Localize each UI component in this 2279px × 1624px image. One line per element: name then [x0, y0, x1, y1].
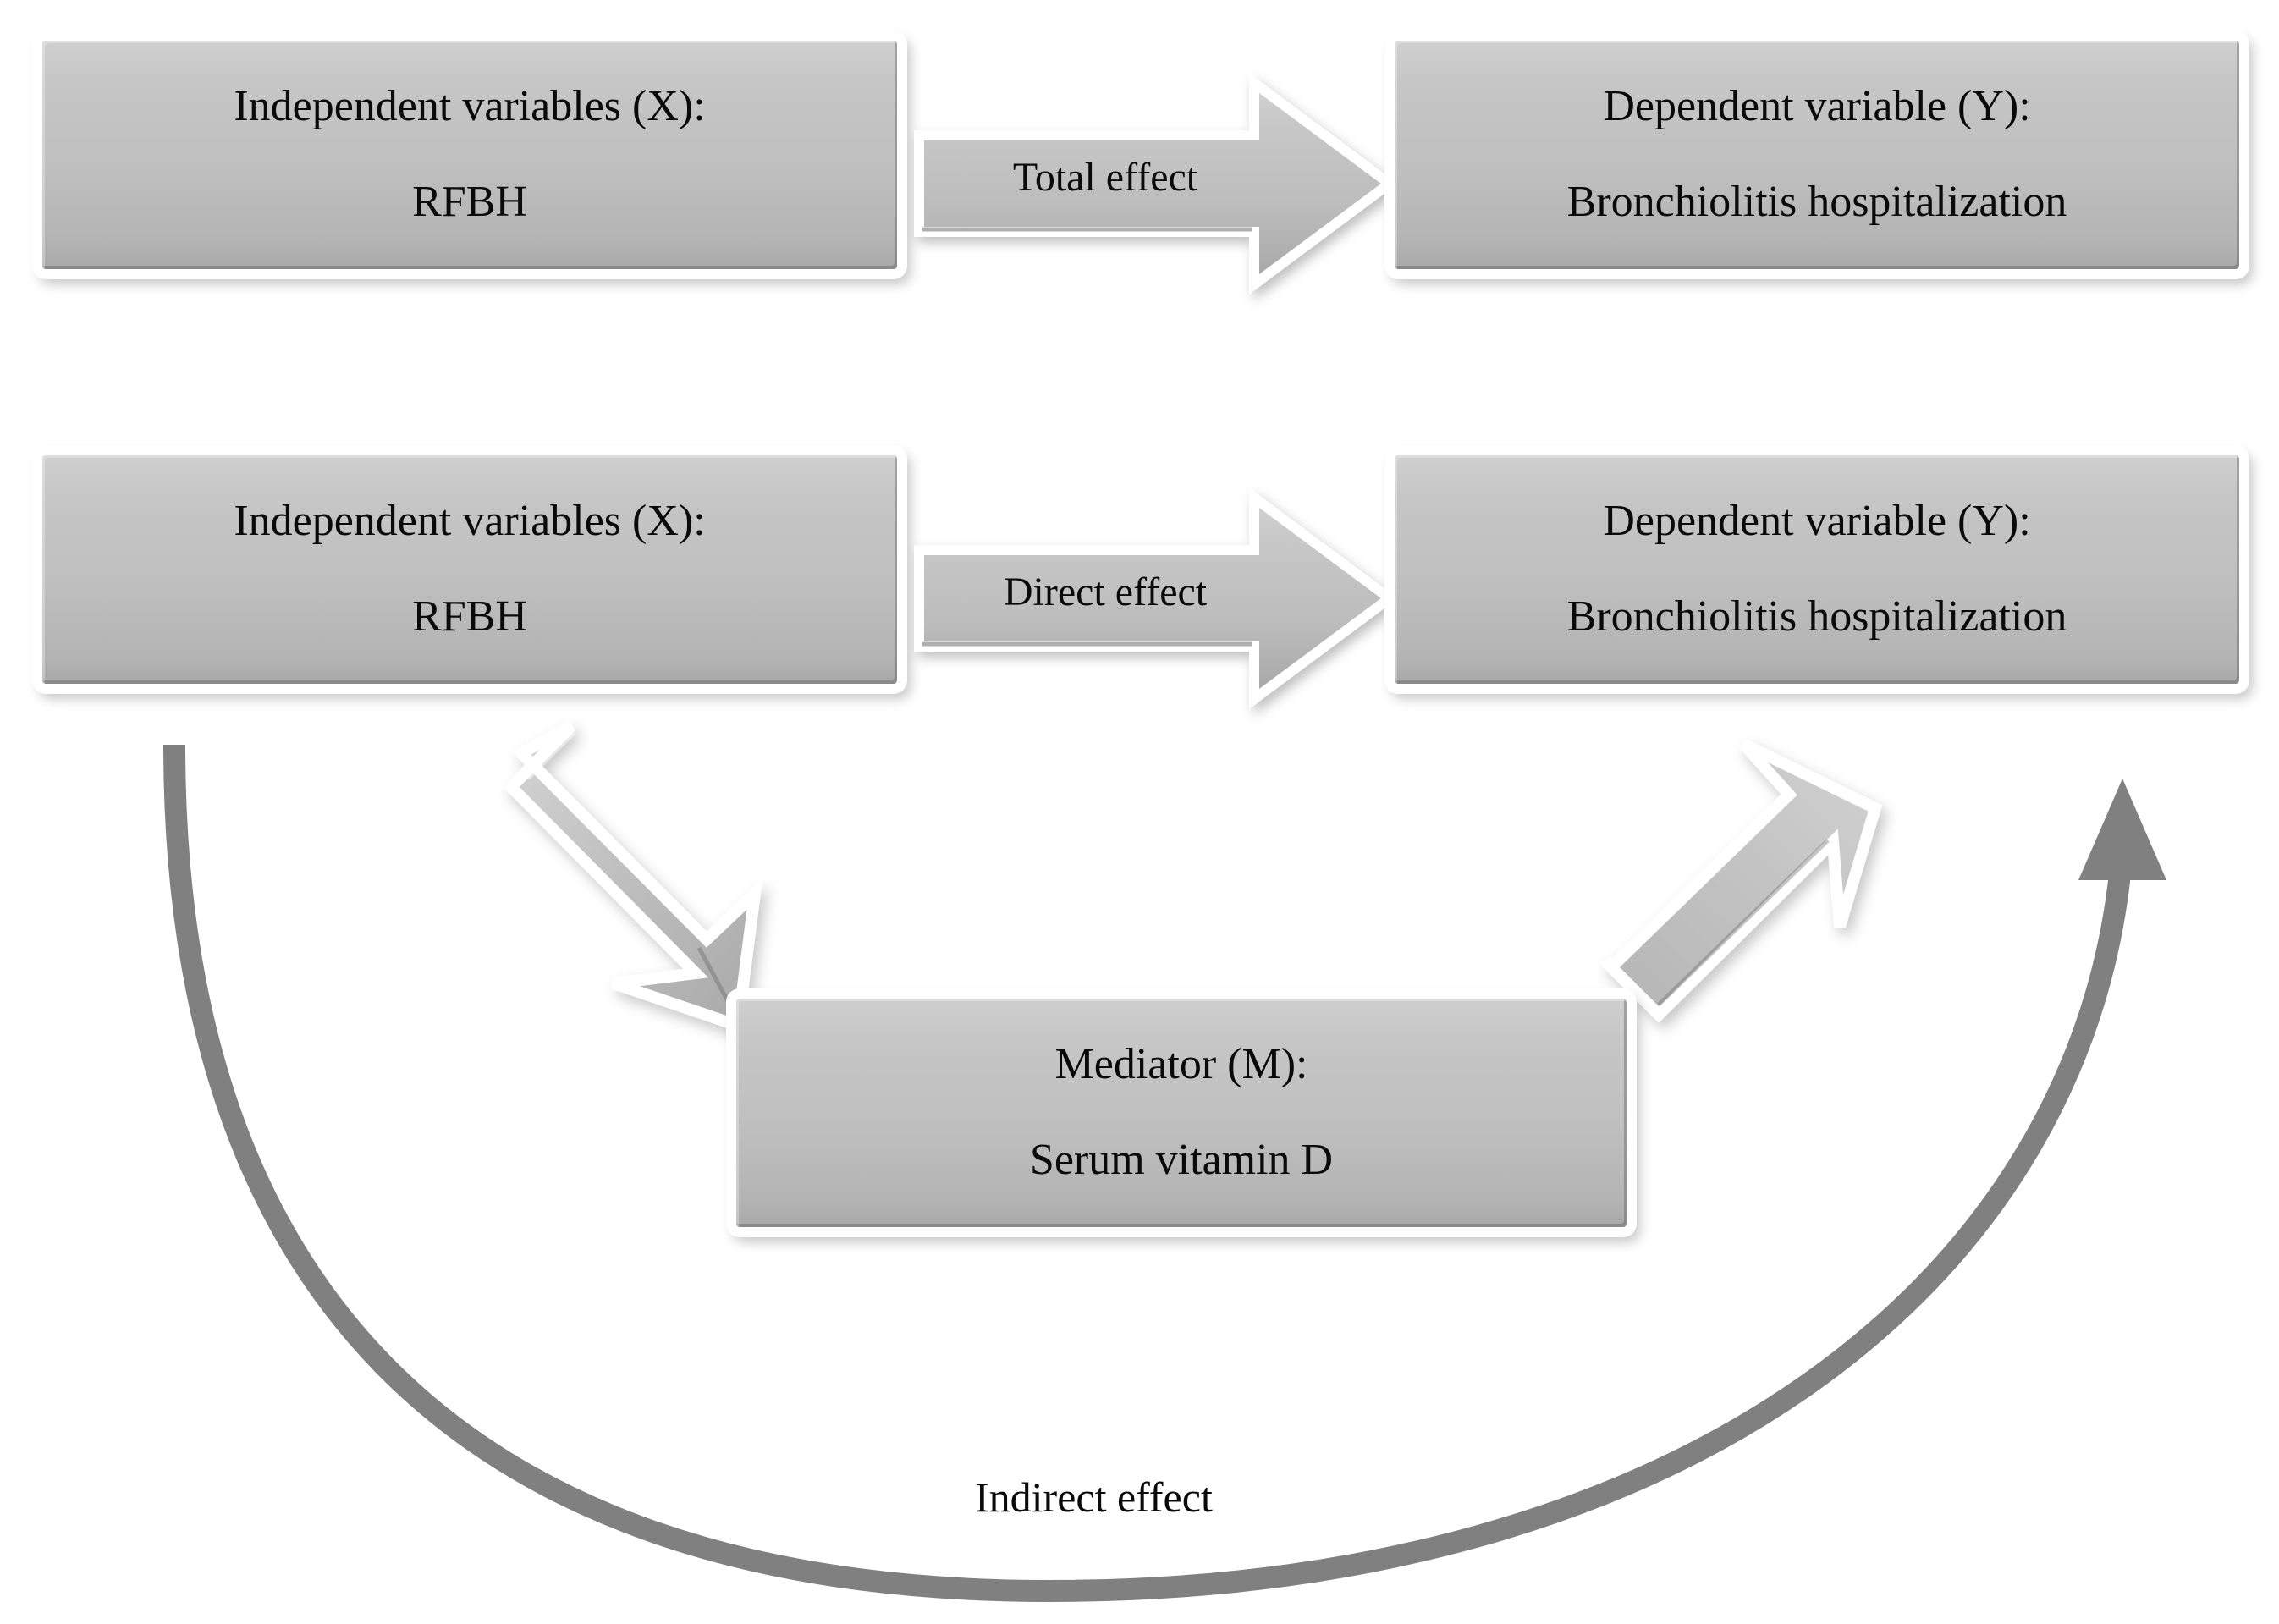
node-line-1: Dependent variable (Y):	[1603, 82, 2031, 131]
node-line-2: RFBH	[412, 592, 527, 641]
node-line-1: Independent variables (X):	[234, 497, 706, 546]
arrow-label-direct-effect: Direct effect	[1003, 570, 1208, 614]
node-line-2: RFBH	[412, 178, 527, 226]
arrow-label-total-effect: Total effect	[1012, 155, 1198, 200]
node-mediator: Mediator (M): Serum vitamin D	[728, 990, 1635, 1236]
node-line-2: Bronchiolitis hospitalization	[1566, 592, 2067, 641]
arrow-x-to-mediator	[482, 694, 838, 1034]
arrow-total-effect	[914, 73, 1399, 295]
node-line-1: Mediator (M):	[1054, 1040, 1308, 1089]
label-indirect-effect: Indirect effect	[975, 1473, 1213, 1521]
node-independent-variables-total: Independent variables (X): RFBH	[34, 32, 906, 278]
node-independent-variables-direct: Independent variables (X): RFBH	[34, 447, 906, 692]
node-line-2: Bronchiolitis hospitalization	[1566, 178, 2067, 226]
node-line-1: Dependent variable (Y):	[1603, 497, 2031, 546]
arrow-direct-effect	[914, 487, 1399, 709]
node-line-1: Independent variables (X):	[234, 82, 706, 131]
arrow-mediator-to-y	[1574, 681, 1929, 1028]
node-dependent-variable-total: Dependent variable (Y): Bronchiolitis ho…	[1386, 32, 2248, 278]
node-line-2: Serum vitamin D	[1029, 1136, 1334, 1184]
node-dependent-variable-direct: Dependent variable (Y): Bronchiolitis ho…	[1386, 447, 2248, 692]
